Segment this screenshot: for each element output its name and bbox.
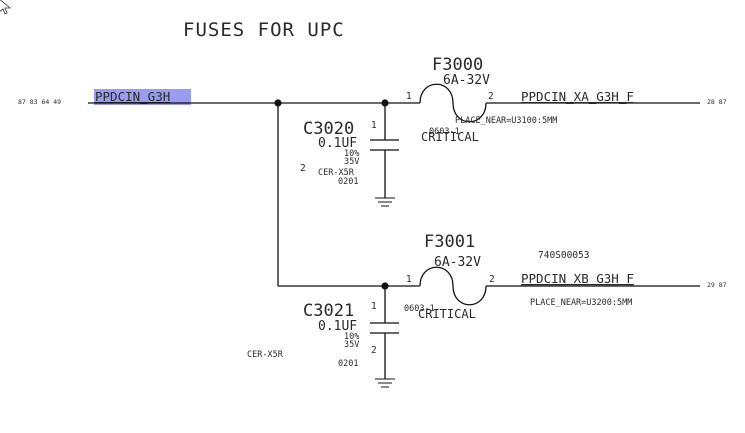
input-net-page-refs: 87 83 64 49 bbox=[18, 98, 61, 106]
fuse-pin1: 1 bbox=[406, 91, 412, 102]
output-net-label[interactable]: PPDCIN_XB_G3H_F bbox=[521, 271, 634, 286]
cap-voltage: 35V bbox=[344, 340, 359, 350]
cap-pin2: 2 bbox=[300, 163, 306, 174]
fuse-pin2: 2 bbox=[489, 274, 495, 285]
fuse-value: 6A-32V bbox=[434, 255, 481, 270]
fuse-f3001[interactable]: F3001 6A-32V 1 2 0603-1 CRITICAL PLACE_N… bbox=[404, 232, 632, 321]
page-title: FUSES FOR UPC bbox=[183, 19, 345, 41]
fuse-critical: CRITICAL bbox=[418, 307, 476, 321]
cap-pin1: 1 bbox=[371, 301, 377, 312]
fuse-part-number: 740S00053 bbox=[538, 250, 589, 261]
fuse-package: 0603-1 bbox=[429, 127, 460, 137]
fuse-symbol bbox=[419, 266, 487, 306]
cap-value: 0.1UF bbox=[318, 319, 357, 334]
fuse-pin2: 2 bbox=[488, 91, 494, 102]
fuse-place-near: PLACE_NEAR=U3100:5MM bbox=[455, 116, 557, 126]
cap-tolerance: 10% bbox=[344, 149, 359, 159]
cap-pin2: 2 bbox=[371, 345, 377, 356]
ground-icon bbox=[375, 197, 395, 207]
fuse-symbol bbox=[419, 83, 487, 123]
fuse-ref: F3000 bbox=[432, 55, 483, 75]
cap-dielectric: CER-X5R bbox=[318, 168, 355, 178]
cap-pin1: 1 bbox=[371, 120, 377, 131]
ground-icon bbox=[375, 378, 395, 388]
fuse-value: 6A-32V bbox=[443, 73, 490, 88]
fuse-package: 0603-1 bbox=[404, 304, 435, 314]
output-net-page-refs: 28 87 bbox=[707, 98, 727, 106]
cap-size: 0201 bbox=[338, 177, 358, 187]
input-net-highlight bbox=[94, 89, 191, 105]
capacitor-c3020[interactable]: C3020 0.1UF 1 2 10% 35V CER-X5R 0201 bbox=[300, 103, 399, 198]
fuse-critical: CRITICAL bbox=[421, 130, 479, 144]
cap-size: 0201 bbox=[338, 359, 358, 369]
cap-value: 0.1UF bbox=[318, 136, 357, 151]
output-net-page-refs: 29 87 bbox=[707, 281, 727, 289]
cap-ref: C3020 bbox=[303, 119, 354, 139]
cap-dielectric: CER-X5R bbox=[247, 350, 284, 360]
input-net-label[interactable]: PPDCIN_G3H bbox=[95, 89, 170, 104]
fuse-pin1: 1 bbox=[406, 274, 412, 285]
fuse-f3000[interactable]: F3000 6A-32V 1 2 0603-1 CRITICAL PLACE_N… bbox=[406, 55, 557, 144]
cap-voltage: 35V bbox=[344, 157, 359, 167]
junction-dot bbox=[274, 99, 282, 107]
fuse-place-near: PLACE_NEAR=U3200:5MM bbox=[530, 298, 632, 308]
fuse-ref: F3001 bbox=[424, 232, 475, 252]
output-net-label[interactable]: PPDCIN_XA_G3H_F bbox=[521, 89, 634, 104]
cap-ref: C3021 bbox=[303, 301, 354, 321]
mouse-cursor-icon bbox=[0, 0, 12, 15]
capacitor-c3021[interactable]: C3021 0.1UF 1 2 10% 35V CER-X5R 0201 bbox=[247, 286, 399, 379]
cap-tolerance: 10% bbox=[344, 332, 359, 342]
